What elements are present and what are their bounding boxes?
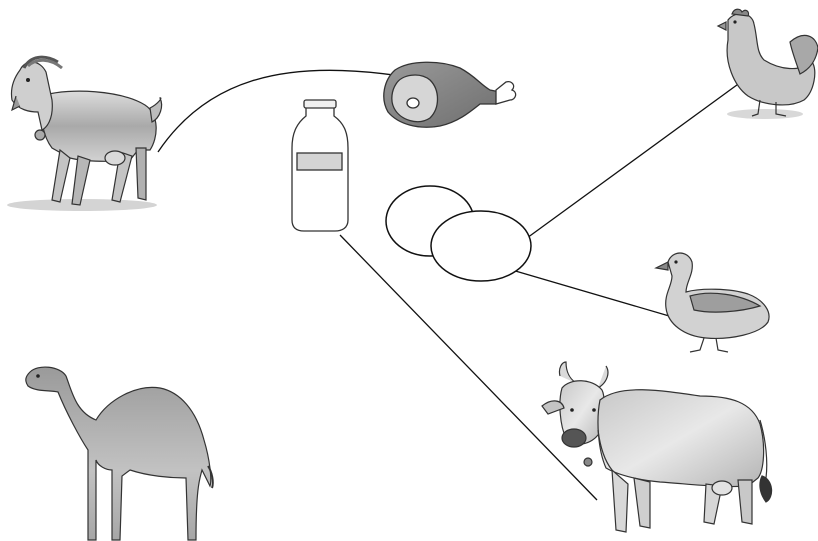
line-goat-meat <box>158 70 400 152</box>
hen-icon <box>718 9 818 119</box>
line-eggs-duck <box>512 270 676 318</box>
milk-bottle-icon <box>292 100 348 231</box>
duck-icon <box>656 253 769 352</box>
meat-icon <box>384 62 516 127</box>
cow-icon <box>542 362 772 532</box>
eggs-icon <box>386 186 531 281</box>
camel-icon <box>26 367 213 540</box>
line-eggs-hen <box>527 82 741 238</box>
goat-icon <box>7 57 162 211</box>
